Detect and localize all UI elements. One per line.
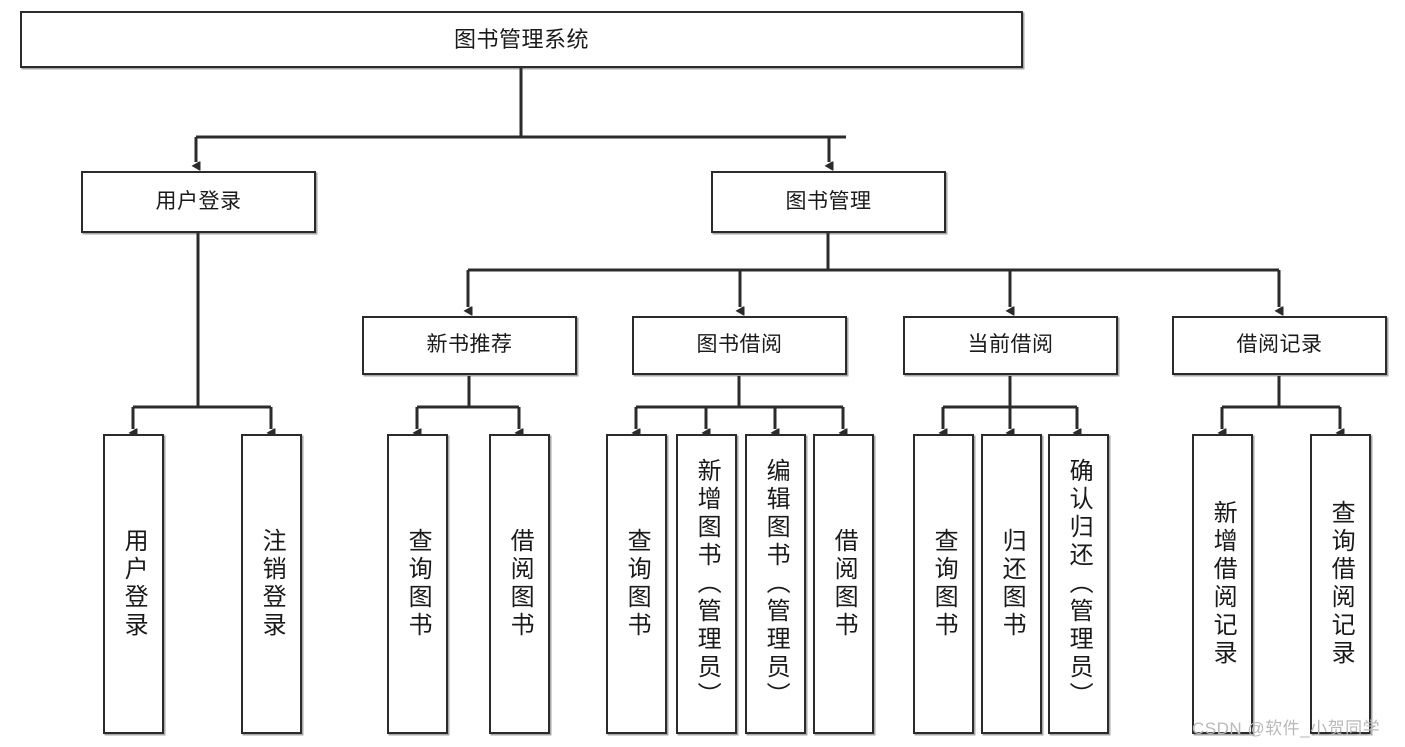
node-book-borrow-label: 图书借阅 [696,333,783,357]
node-book-manage-label: 图书管理 [785,189,872,213]
node-leaf-query-book-1[interactable]: 查询图书 [387,434,448,734]
node-leaf-user-login-label: 用户登录 [120,528,148,640]
node-borrow-record[interactable]: 借阅记录 [1172,316,1387,375]
node-borrow-record-label: 借阅记录 [1236,333,1323,357]
node-leaf-query-book-1-label: 查询图书 [404,528,432,640]
node-leaf-borrow-book-1[interactable]: 借阅图书 [489,434,550,734]
node-leaf-edit-book-admin[interactable]: 编辑图书（管理员） [745,434,806,734]
node-leaf-query-book-3[interactable]: 查询图书 [913,434,974,734]
node-leaf-logout-label: 注销登录 [258,528,286,640]
node-book-manage[interactable]: 图书管理 [711,171,946,233]
node-leaf-edit-book-admin-label: 编辑图书（管理员） [762,458,790,710]
node-book-borrow[interactable]: 图书借阅 [632,316,847,375]
watermark: CSDN @软件_小贺同学 [1192,719,1381,738]
node-leaf-borrow-book-2[interactable]: 借阅图书 [813,434,874,734]
node-leaf-borrow-book-1-label: 借阅图书 [506,528,534,640]
node-leaf-add-book-admin-label: 新增图书（管理员） [693,458,721,710]
node-leaf-return-book-label: 归还图书 [998,528,1026,640]
node-current-borrow[interactable]: 当前借阅 [903,316,1118,375]
node-leaf-logout[interactable]: 注销登录 [241,434,302,734]
node-leaf-add-book-admin[interactable]: 新增图书（管理员） [676,434,737,734]
node-root-label: 图书管理系统 [453,26,589,52]
node-leaf-borrow-book-2-label: 借阅图书 [830,528,858,640]
node-leaf-user-login[interactable]: 用户登录 [103,434,164,734]
node-new-book-recommend-label: 新书推荐 [426,333,513,357]
node-leaf-return-book[interactable]: 归还图书 [981,434,1042,734]
node-leaf-confirm-return-admin[interactable]: 确认归还（管理员） [1048,434,1109,734]
node-leaf-query-borrow-record-label: 查询借阅记录 [1327,500,1355,668]
node-leaf-add-borrow-record-label: 新增借阅记录 [1209,500,1237,668]
node-leaf-confirm-return-admin-label: 确认归还（管理员） [1065,458,1093,710]
node-user-login-label: 用户登录 [155,189,242,213]
node-leaf-query-book-2[interactable]: 查询图书 [606,434,667,734]
node-leaf-query-book-2-label: 查询图书 [623,528,651,640]
node-leaf-query-borrow-record[interactable]: 查询借阅记录 [1310,434,1371,734]
node-root[interactable]: 图书管理系统 [20,11,1023,68]
node-current-borrow-label: 当前借阅 [967,333,1054,357]
node-new-book-recommend[interactable]: 新书推荐 [362,316,577,375]
node-leaf-query-book-3-label: 查询图书 [930,528,958,640]
node-leaf-add-borrow-record[interactable]: 新增借阅记录 [1192,434,1253,734]
node-user-login[interactable]: 用户登录 [81,171,316,233]
